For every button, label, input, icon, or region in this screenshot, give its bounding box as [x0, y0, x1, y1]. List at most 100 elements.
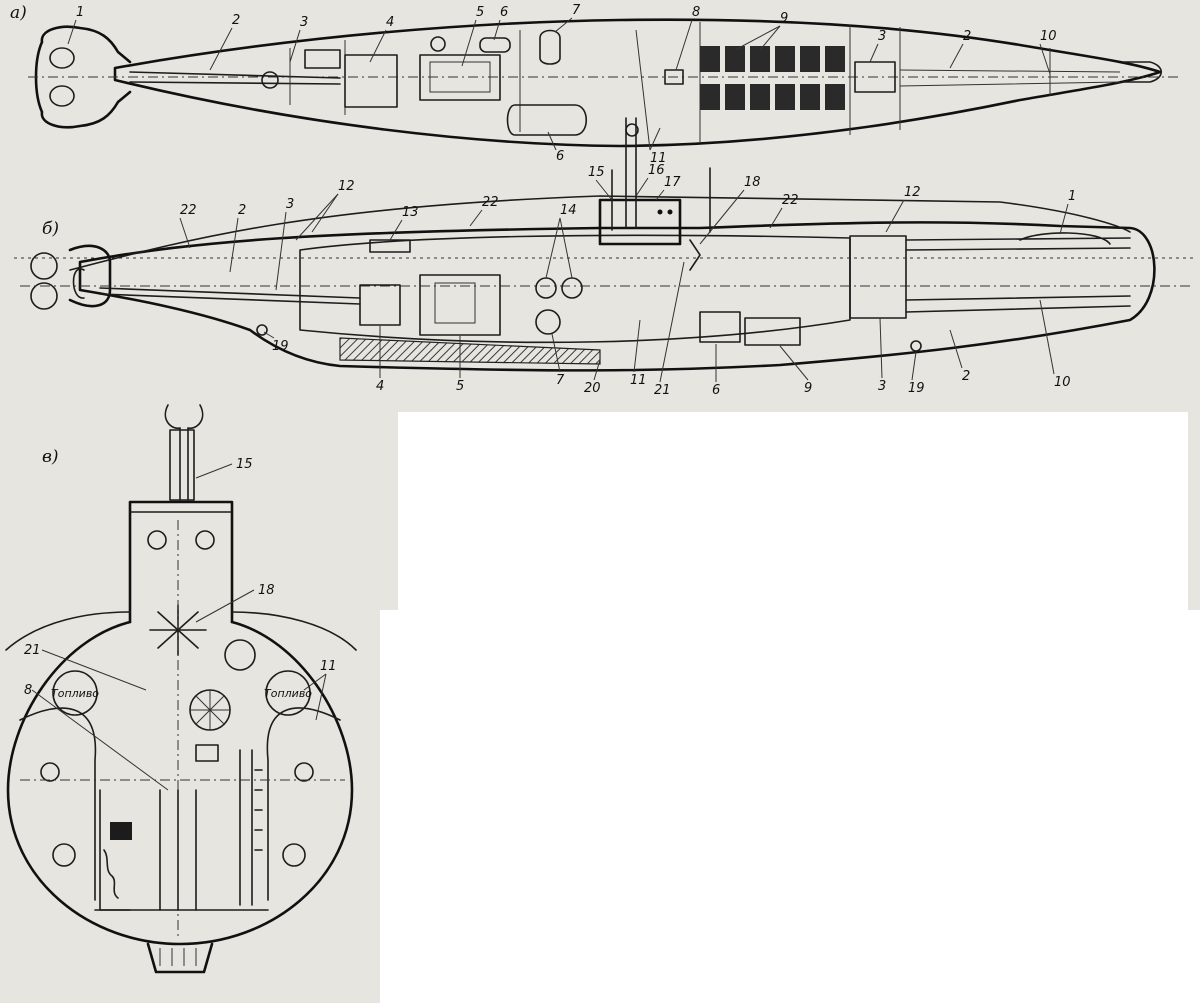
callout-a-2: 2 — [232, 13, 240, 28]
view-c-letter: в) — [42, 447, 59, 467]
callout-b-1: 1 — [1068, 189, 1076, 204]
side-handwheel-14b — [561, 277, 583, 299]
callout-b-7: 7 — [556, 373, 565, 388]
section-port-right — [282, 843, 306, 867]
plan-propeller-upper — [49, 47, 75, 69]
callout-b-13: 13 — [402, 205, 419, 220]
callout-b-12: 12 — [338, 179, 355, 194]
callout-b-14: 14 — [560, 203, 577, 218]
side-propeller-lower — [30, 282, 58, 310]
plan-engine-5-inner — [429, 61, 491, 93]
side-engine-4 — [359, 284, 401, 326]
plan-air-bottle-7 — [539, 29, 561, 65]
plan-frames — [289, 22, 1051, 142]
callout-b-10: 10 — [1054, 375, 1071, 390]
side-tower-rivet-2 — [667, 209, 673, 215]
callout-a-3: 3 — [300, 15, 308, 30]
section-shaft-8 — [159, 789, 197, 911]
side-hatch-18 — [689, 239, 701, 271]
callout-b-15: 15 — [588, 165, 605, 180]
callout-c-21: 21 — [24, 643, 41, 658]
plan-aux-3 — [304, 49, 341, 69]
side-pressure-hull — [299, 234, 851, 344]
section-fuel-label-right: Топливо — [264, 687, 312, 700]
side-battery-9 — [744, 317, 801, 346]
callout-c-8: 8 — [24, 683, 32, 698]
callout-a-11: 11 — [650, 151, 667, 166]
callout-b-4: 4 — [376, 379, 384, 394]
callout-a-7: 7 — [572, 3, 581, 18]
callout-b-22c: 22 — [180, 203, 197, 218]
section-tower-port-right — [195, 530, 215, 550]
section-inner-frame — [19, 707, 341, 901]
section-fuel-tank-left — [52, 670, 98, 716]
plan-bow — [1121, 61, 1163, 83]
callout-b-20: 20 — [584, 381, 601, 396]
callout-b-21: 21 — [654, 383, 671, 398]
section-fuel-label-left: Топливо — [51, 687, 99, 700]
side-tower-rivet-1 — [657, 209, 663, 215]
callout-b-2b: 2 — [962, 369, 970, 384]
side-shaft — [99, 287, 361, 305]
section-keel-ribs — [159, 948, 197, 966]
side-air-bottle-7 — [535, 309, 561, 335]
side-rudder-ring — [72, 268, 85, 299]
plan-callouts: 1 2 3 4 5 6 7 8 9 3 2 10 6 — [67, 3, 1057, 166]
callout-b-3b: 3 — [878, 379, 886, 394]
callout-a-10: 10 — [1040, 29, 1057, 44]
section-box — [195, 744, 219, 762]
callout-c-11: 11 — [320, 659, 337, 674]
plan-periscope-8 — [664, 69, 684, 85]
side-deck-casing-22 — [69, 195, 1131, 271]
callout-b-3: 3 — [286, 197, 294, 212]
plan-tank-6b — [506, 104, 588, 136]
section-tower-port-left — [147, 530, 167, 550]
callout-a-5: 5 — [476, 5, 484, 20]
callout-b-22a: 22 — [482, 195, 499, 210]
callout-a-2b: 2 — [963, 29, 971, 44]
callout-b-11: 11 — [630, 373, 647, 388]
side-bow-fitting-1 — [1019, 232, 1111, 245]
section-wheel-spokes — [190, 690, 230, 730]
section-keel — [146, 942, 214, 974]
side-stern-rudder — [68, 244, 112, 308]
section-port-left — [52, 843, 76, 867]
side-view: б) — [14, 117, 1196, 372]
side-torpedo-tubes-10 — [905, 237, 1131, 313]
section-periscope-top — [164, 404, 204, 501]
callout-b-12b: 12 — [904, 185, 921, 200]
section-pressure-hull — [6, 620, 354, 946]
side-kingston-19a — [256, 324, 268, 336]
section-casing-wings — [5, 611, 357, 651]
plan-view: а) — [10, 3, 1180, 148]
plan-engine-4 — [344, 54, 398, 108]
blank-panel — [398, 412, 1188, 610]
callout-b-6: 6 — [712, 383, 720, 398]
side-tank-6 — [699, 311, 741, 343]
side-engine-5-inner — [434, 282, 476, 324]
plan-battery-bank-9 — [700, 46, 845, 110]
plan-gauge — [430, 36, 446, 52]
side-handwheel-14a — [535, 277, 557, 299]
plan-engine-5 — [419, 54, 501, 101]
callout-a-8: 8 — [692, 5, 700, 20]
section-battery-block — [110, 822, 132, 840]
callout-b-5: 5 — [456, 379, 464, 394]
section-conning-tower — [128, 500, 234, 624]
side-engine-5 — [419, 274, 501, 336]
plan-torpedo-10 — [899, 69, 1121, 87]
side-valve-13 — [369, 239, 411, 253]
side-kingston-19b — [910, 340, 922, 352]
section-wheel-small — [224, 639, 256, 671]
side-callouts: 12 13 14 15 16 17 18 22 22 12 1 22 — [179, 163, 1076, 398]
callout-c-18: 18 — [258, 583, 275, 598]
side-ballast-keel — [339, 337, 601, 365]
side-bulkhead-3 — [849, 235, 907, 319]
callout-b-22b: 22 — [782, 193, 799, 208]
side-hull-outline — [78, 221, 1156, 372]
section-machinery-left — [99, 789, 131, 911]
callout-b-17: 17 — [664, 175, 681, 190]
section-port-left-upper — [40, 762, 60, 782]
side-periscope-11 — [625, 117, 637, 229]
